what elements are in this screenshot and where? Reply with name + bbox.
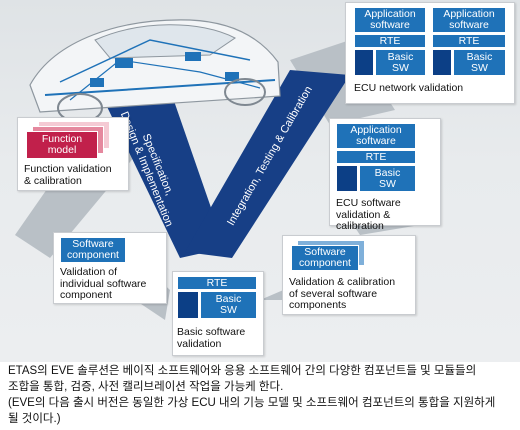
- several-components-caption: Validation & calibration of several soft…: [289, 276, 396, 311]
- function-model-box: Function model: [26, 131, 98, 159]
- individual-component-caption: Validation of individual software compon…: [60, 266, 147, 301]
- function-validation-caption: Function validation & calibration: [24, 163, 112, 187]
- rte-box-2: RTE: [432, 34, 506, 48]
- basic-sw-box-2: Basic SW: [453, 49, 506, 76]
- application-software-box-1: Application software: [354, 7, 426, 33]
- basic-sw-box: Basic SW: [200, 291, 257, 319]
- car-illustration: [29, 19, 281, 123]
- figure-caption-note: ETAS의 EVE 솔루션은 베이직 소프트웨어와 응용 소프트웨어 간의 다양…: [8, 365, 496, 425]
- rte-box: RTE: [177, 276, 257, 290]
- v-model-diagram: Specification, Design & Implementation I…: [0, 0, 520, 362]
- application-software-box: Application software: [336, 123, 416, 149]
- ecu-network-validation-caption: ECU network validation: [354, 82, 464, 94]
- ecu-network-left-stub-1: [354, 49, 374, 76]
- v-right-arm: [185, 70, 350, 258]
- ecu-network-card: Application software RTE Basic SW Applic…: [345, 2, 515, 104]
- basic-sw-box: Basic SW: [359, 165, 416, 192]
- ecu-software-caption: ECU software validation & calibration: [336, 197, 401, 232]
- ecu-network-left-stub-2: [432, 49, 452, 76]
- basic-software-card: RTE Basic SW Basic software validation: [172, 271, 264, 356]
- v-left-arm: [98, 75, 225, 258]
- basic-software-caption: Basic software validation: [177, 326, 246, 350]
- rte-box: RTE: [336, 150, 416, 164]
- several-components-card: Software component Validation & calibrat…: [282, 235, 416, 315]
- ecu-software-left-stub: [336, 165, 358, 192]
- basic-software-left-stub: [177, 291, 199, 319]
- software-component-box: Software component: [60, 237, 126, 263]
- individual-component-card: Software component Validation of individ…: [53, 232, 167, 304]
- rte-box-1: RTE: [354, 34, 426, 48]
- software-component-box-front: Software component: [291, 245, 359, 271]
- ecu-software-card: Application software RTE Basic SW ECU so…: [329, 118, 441, 232]
- application-software-box-2: Application software: [432, 7, 506, 33]
- basic-sw-box-1: Basic SW: [375, 49, 426, 76]
- function-model-card: Function model Function validation & cal…: [17, 117, 129, 191]
